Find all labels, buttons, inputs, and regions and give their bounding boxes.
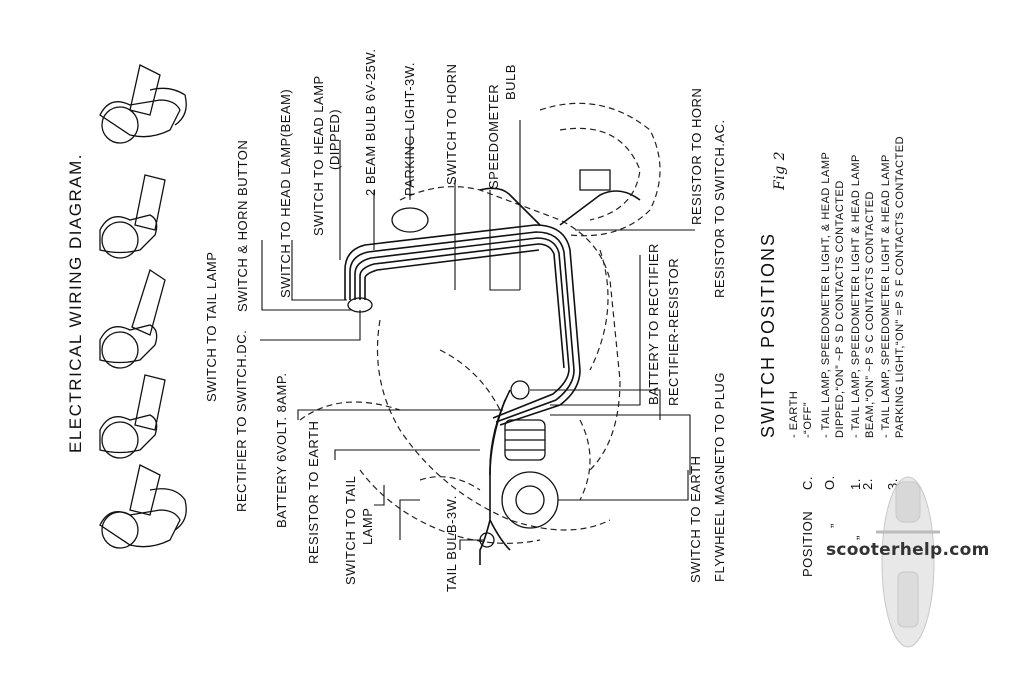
position-1-desc-line2: DIPPED,“ON” ~P S D CONTACTS CONTACTED (834, 180, 846, 438)
position-o-desc: -“OFF” (802, 402, 814, 438)
label-speedometer: SPEEDOMETER (486, 83, 501, 189)
label-switch-to-tail: SWITCH TO TAIL (343, 475, 358, 585)
rectifier-icon (510, 380, 530, 400)
figure-label: Fig 2 (772, 150, 788, 190)
leader-lines (260, 120, 695, 550)
switch-positions-heading: SWITCH POSITIONS (758, 231, 778, 438)
hand-switch-illustration-4 (99, 374, 166, 459)
label-rectifier-resistor: RECTIFIER-RESISTOR (666, 257, 681, 406)
position-c-desc: - EARTH (788, 390, 800, 438)
speedometer-icon (579, 169, 611, 191)
label-tail-bulb: TAIL BULB-3W. (444, 495, 459, 592)
label-resistor-to-horn: RESISTOR TO HORN (689, 87, 704, 225)
hand-switch-illustration-2 (99, 174, 166, 259)
hand-switch-illustration-5 (99, 464, 187, 549)
scooter-outline (299, 102, 661, 544)
label-rectifier-to-switch-dc: RECTIFIER TO SWITCH.DC. (234, 329, 249, 512)
label-switch-to-tail-lamp: SWITCH TO TAIL LAMP (204, 251, 219, 402)
label-switch-head-lamp-beam: SWITCH TO HEAD LAMP(BEAM) (278, 88, 293, 298)
label-switch-head-lamp-dipped-paren: (DIPPED) (327, 108, 342, 170)
position-1-desc-line1: - TAIL LAMP, SPEEDOMETER LIGHT, & HEAD L… (820, 151, 832, 438)
label-speedometer-bulb: BULB (503, 64, 518, 100)
hand-switch-illustration-1 (99, 64, 187, 144)
label-resistor-to-earth: RESISTOR TO EARTH (306, 420, 321, 564)
label-flywheel-magneto: FLYWHEEL MAGNETO TO PLUG (712, 372, 727, 582)
label-battery: BATTERY 6VOLT. 8AMP. (274, 372, 289, 528)
position-word: POSITION (800, 510, 815, 577)
position-3-desc-line2: PARKING LIGHT,“ON” =P S F CONTACTS CONTA… (894, 135, 906, 438)
hand-switch-illustration-3 (99, 268, 166, 369)
label-beam-bulb: 2 BEAM BULB 6V-25W. (363, 48, 378, 196)
label-parking-light: PARKING LIGHT-3W. (402, 62, 417, 196)
wiring-harness (344, 187, 641, 565)
watermark-text: scooterhelp.com (826, 540, 990, 560)
label-switch-to-horn: SWITCH TO HORN (444, 63, 459, 185)
headlamp-icon (391, 207, 429, 233)
position-o: O. (822, 475, 837, 490)
flywheel-magneto-icon (501, 471, 559, 529)
label-switch-head-lamp-dipped: SWITCH TO HEAD LAMP (311, 75, 326, 236)
label-battery-to-rectifier: BATTERY TO RECTIFIER (646, 243, 661, 405)
label-switch-to-tail-lamp-word: LAMP (360, 507, 375, 545)
position-3-desc-line1: - TAIL LAMP, SPEEDOMETER LIGHT & HEAD LA… (880, 154, 892, 438)
diagram-title: ELECTRICAL WIRING DIAGRAM. (66, 152, 85, 453)
label-switch-horn-button: SWITCH & HORN BUTTON (235, 139, 250, 312)
position-ditto-1: „ (820, 523, 835, 528)
position-2-desc-line2: BEAM,“ON” ~P S C CONTACTS CONTACTED (864, 191, 876, 438)
position-2-desc-line1: - TAIL LAMP, SPEEDOMETER LIGHT & HEAD LA… (850, 154, 862, 438)
label-resistor-to-switch-ac: RESISTOR TO SWITCH.AC. (712, 119, 727, 298)
position-c: C. (800, 476, 815, 490)
label-switch-to-earth: SWITCH TO EARTH (688, 455, 703, 583)
scooter-watermark-icon (876, 476, 940, 648)
